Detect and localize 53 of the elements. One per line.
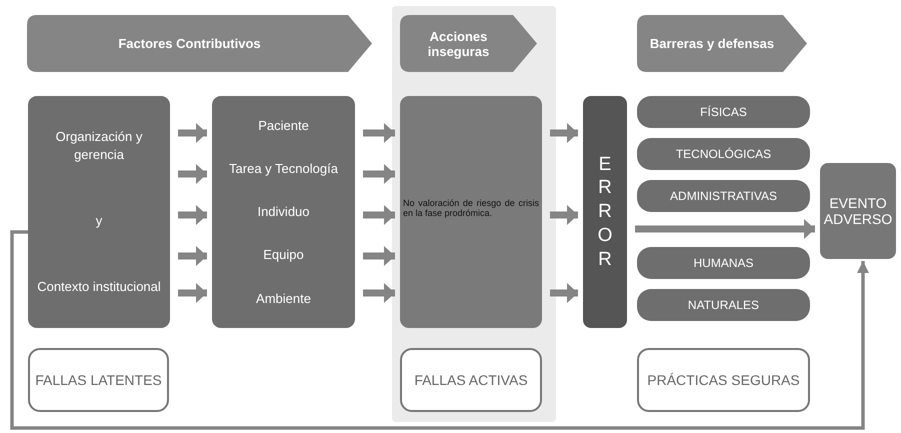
chevron-header: [400, 15, 537, 72]
barrier-label: FÍSICAS: [700, 105, 747, 119]
category-label: FALLAS ACTIVAS: [414, 372, 528, 388]
error-label: ERROR: [596, 152, 614, 272]
feedback-arrow: [10, 230, 869, 430]
factor-box: [212, 96, 355, 328]
action-box: [400, 96, 542, 328]
block-arrow: [363, 164, 395, 184]
chevron-header: [637, 15, 807, 72]
block-arrow: [178, 246, 207, 266]
action-text: No valoración de riesgo de crisis en la fase prodrómica.: [403, 198, 539, 218]
outline-box: [28, 348, 169, 412]
barrier-label: ADMINISTRATIVAS: [670, 189, 777, 203]
event-box: [820, 163, 896, 259]
factor-label: Individuo: [257, 203, 310, 221]
barrier-pill: [637, 247, 810, 279]
barrier-label: NATURALES: [688, 298, 760, 312]
block-arrow: [363, 283, 395, 303]
block-arrow: [550, 283, 578, 303]
block-arrow: [363, 205, 395, 225]
factor-label: Contexto institucional: [37, 278, 161, 296]
block-arrow: [550, 123, 578, 143]
factor-label: Ambiente: [256, 290, 311, 308]
block-arrow: [363, 246, 395, 266]
block-arrow: [178, 283, 207, 303]
block-arrow: [363, 123, 395, 143]
factor-label: Paciente: [258, 116, 309, 134]
factor-label: y: [96, 212, 102, 230]
barrier-pill: [637, 138, 810, 170]
category-label: PRÁCTICAS SEGURAS: [647, 372, 800, 388]
barrier-pill: [637, 96, 810, 128]
block-arrow: [178, 205, 207, 225]
chevron-header: [27, 15, 372, 72]
block-arrow: [550, 205, 578, 225]
barrier-label: HUMANAS: [693, 256, 754, 270]
barrier-label: TECNOLÓGICAS: [676, 147, 772, 161]
error-bar: [583, 96, 627, 328]
header-text: Factores Contributivos: [118, 36, 261, 51]
factor-label: Tarea y Tecnología: [229, 160, 338, 178]
event-label: EVENTO ADVERSO: [822, 195, 894, 227]
factor-label: Organización y gerencia: [54, 128, 144, 164]
factor-label: Equipo: [263, 246, 304, 264]
outline-box: [400, 348, 542, 412]
outline-box: [637, 348, 810, 412]
barrier-pill: [637, 289, 810, 321]
category-label: FALLAS LATENTES: [35, 372, 162, 388]
factor-box: [28, 96, 170, 328]
barrier-pill: [637, 180, 810, 212]
header-text: Acciones inseguras: [426, 28, 490, 58]
block-arrow: [178, 123, 207, 143]
block-arrow: [635, 219, 815, 239]
block-arrow: [178, 164, 207, 184]
header-text: Barreras y defensas: [650, 36, 774, 51]
